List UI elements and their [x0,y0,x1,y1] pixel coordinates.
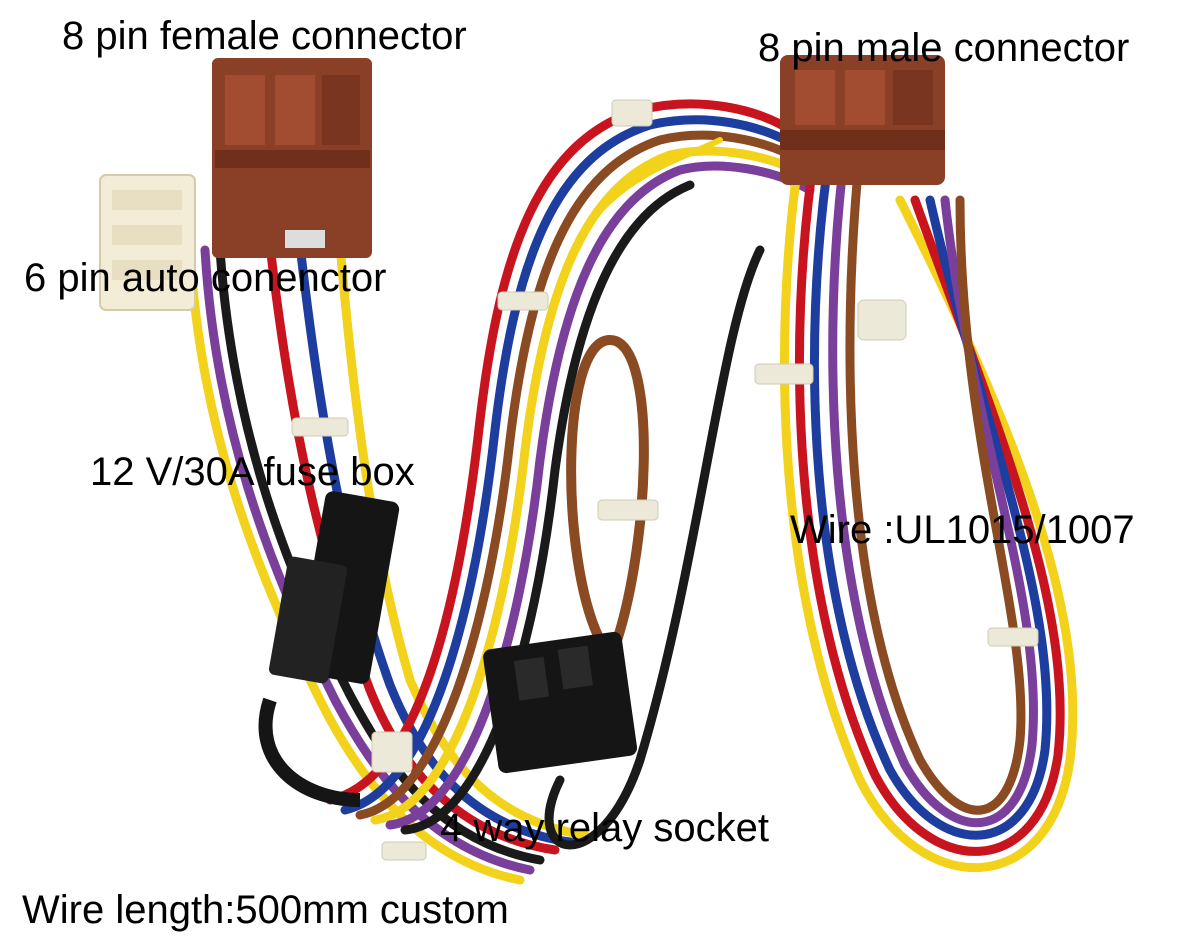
eight-pin-male-connector [780,55,945,185]
female-connector-label: 8 pin female connector [62,14,467,58]
relay-socket [483,631,638,774]
cable-ties [291,99,1039,861]
male-connector-label: 8 pin male connector [758,26,1130,70]
fuse-box-label: 12 V/30A fuse box [90,450,415,494]
six-pin-auto-connector [99,174,196,311]
fuse-box [258,491,400,807]
auto-connector-label: 6 pin auto conenctor [24,256,387,300]
wire-length-label: Wire length:500mm custom [22,888,509,932]
eight-pin-female-connector [212,58,372,258]
wire-type-label: Wire :UL1015/1007 [790,508,1135,552]
wire-bundle [185,99,1078,885]
relay-socket-label: 4 way relay socket [440,806,770,850]
